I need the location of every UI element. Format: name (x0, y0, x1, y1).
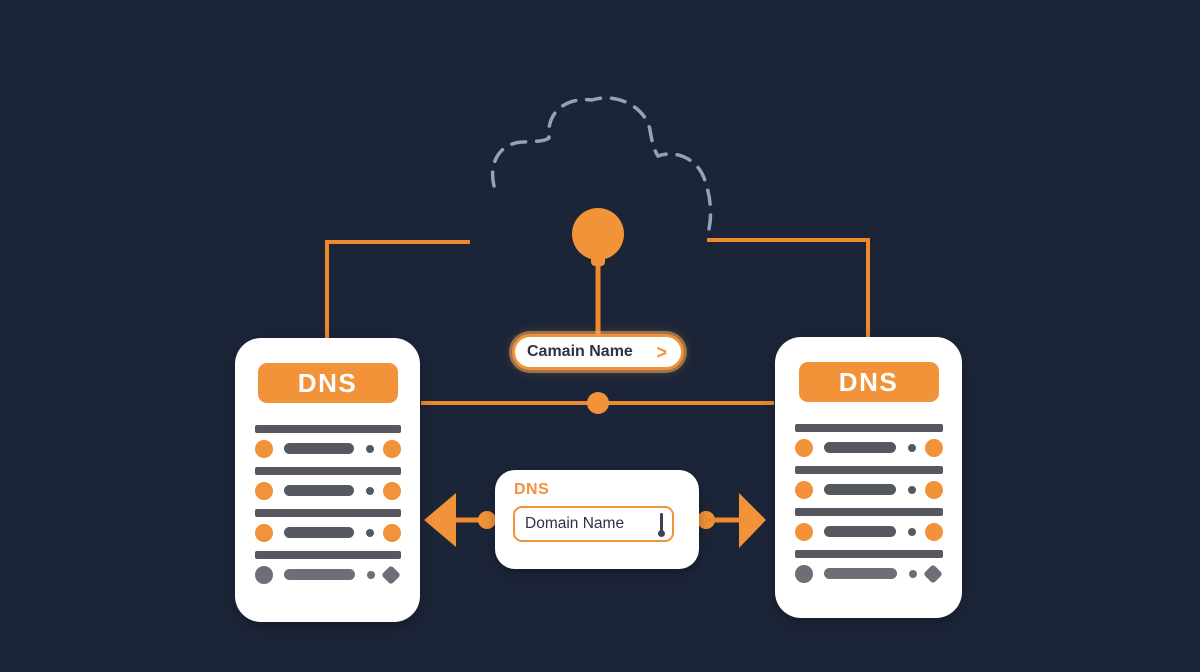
record-bar (284, 569, 355, 580)
record-separator (795, 424, 943, 432)
record-lead-dot (795, 438, 813, 457)
record-mini-dot (366, 528, 374, 537)
record-lead-dot (255, 481, 273, 500)
right-connector-line (707, 238, 870, 338)
cloud-icon (490, 96, 713, 238)
domain-input-value: Domain Name (525, 515, 625, 532)
dns-server-panel-left: DNS (235, 338, 420, 622)
record-separator (255, 425, 401, 433)
record-mini-dot (908, 443, 916, 452)
record-mini-dot (909, 569, 917, 578)
resolution-node-dot (587, 392, 609, 414)
resolver-title: DNS (514, 481, 550, 498)
domain-name-input[interactable]: Domain Name (513, 506, 674, 542)
dns-panel-header: DNS (257, 363, 398, 403)
left-arrow-dot (478, 511, 496, 529)
record-separator (795, 466, 943, 474)
record-tail-dot (925, 522, 943, 541)
record-mini-dot (908, 527, 916, 536)
record-mini-dot (367, 570, 375, 579)
record-separator (255, 551, 401, 559)
record-tail-dot (925, 480, 943, 499)
record-lead-dot (255, 439, 273, 458)
record-bar (284, 485, 354, 496)
dns-record-row (255, 564, 401, 585)
record-lead-dot (255, 565, 273, 584)
left-arrowhead-icon (424, 493, 456, 547)
dns-record-row (255, 481, 401, 500)
dns-record-row (795, 480, 943, 499)
right-arrowhead-icon (739, 493, 766, 548)
dns-panel-title: DNS (838, 366, 899, 397)
record-separator (795, 508, 943, 516)
record-mini-dot (908, 485, 916, 494)
domain-query-pill[interactable]: Camain Name > (512, 334, 684, 370)
record-tail-dot (925, 438, 943, 457)
record-mini-dot (366, 444, 374, 453)
record-bar (284, 443, 354, 454)
dns-record-list (795, 424, 943, 592)
record-lead-dot (795, 480, 813, 499)
record-bar (824, 526, 896, 537)
record-bar (824, 568, 897, 579)
query-pill-label: Camain Name (527, 343, 633, 360)
root-node-circle (572, 208, 624, 260)
dns-record-row (795, 438, 943, 457)
record-tail-dot (383, 481, 401, 500)
record-diamond-icon (923, 563, 943, 584)
record-bar (284, 527, 354, 538)
dns-server-panel-right: DNS (775, 337, 962, 618)
record-mini-dot (366, 486, 374, 495)
dns-record-list (255, 425, 401, 593)
record-separator (795, 550, 943, 558)
record-lead-dot (255, 523, 273, 542)
dns-record-row (795, 563, 943, 584)
record-separator (255, 509, 401, 517)
dns-resolver-box: DNS Domain Name (495, 470, 699, 569)
left-connector-line (325, 240, 470, 340)
dns-record-row (255, 439, 401, 458)
dns-record-row (795, 522, 943, 541)
record-lead-dot (795, 522, 813, 541)
record-bar (824, 442, 896, 453)
record-bar (824, 484, 896, 495)
record-diamond-icon (381, 564, 401, 585)
dns-panel-header: DNS (798, 362, 939, 402)
chevron-right-icon: > (656, 340, 667, 364)
record-separator (255, 467, 401, 475)
record-lead-dot (795, 564, 813, 583)
record-tail-dot (383, 523, 401, 542)
record-tail-dot (383, 439, 401, 458)
text-cursor-icon (658, 513, 665, 537)
dns-record-row (255, 523, 401, 542)
dns-panel-title: DNS (297, 367, 358, 398)
